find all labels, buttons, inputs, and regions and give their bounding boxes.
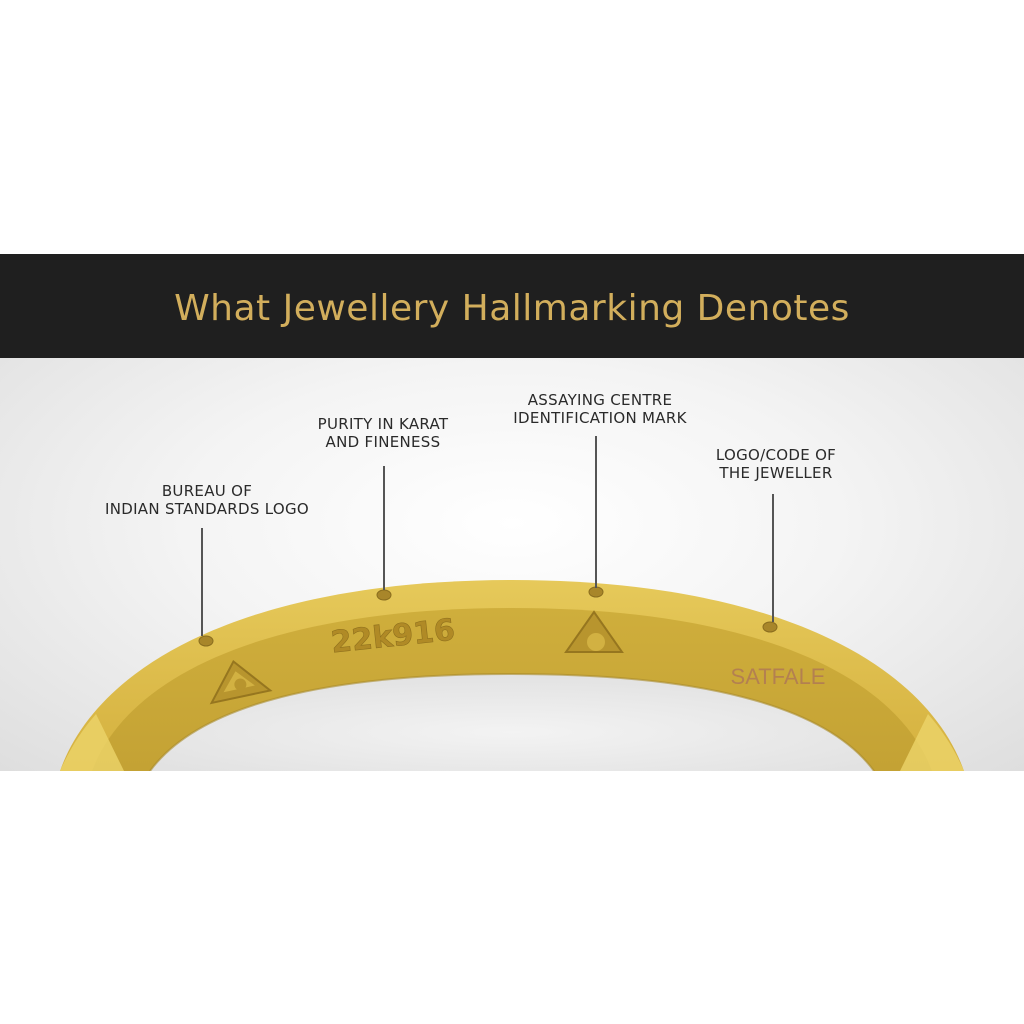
callout-bis-line1: BUREAU OF: [161, 482, 253, 500]
leader-line-bis: [201, 528, 203, 636]
callout-purity-line1: PURITY IN KARAT: [317, 415, 449, 433]
marker-dot-purity: [376, 589, 392, 601]
callout-jeweller: LOGO/CODE OF THE JEWELLER: [716, 446, 836, 482]
callout-jeweller-line2: THE JEWELLER: [719, 464, 833, 482]
callout-bis-logo: BUREAU OF INDIAN STANDARDS LOGO: [105, 482, 309, 518]
header-band: What Jewellery Hallmarking Denotes: [0, 254, 1024, 358]
leader-line-jeweller: [772, 494, 774, 622]
page-title: What Jewellery Hallmarking Denotes: [174, 287, 850, 329]
assay-mark-icon: [564, 610, 624, 653]
bangle-illustration: 22k916 SATFALE: [60, 580, 964, 771]
callout-assay-line1: ASSAYING CENTRE: [527, 391, 673, 409]
jeweller-code-engraving: SATFALE: [731, 664, 826, 689]
leader-line-purity: [383, 466, 385, 590]
callout-bis-line2: INDIAN STANDARDS LOGO: [104, 500, 310, 518]
callout-purity-line2: AND FINENESS: [325, 433, 441, 451]
callout-assay-line2: IDENTIFICATION MARK: [513, 409, 687, 427]
leader-line-assay: [595, 436, 597, 588]
callout-purity: PURITY IN KARAT AND FINENESS: [318, 415, 449, 451]
marker-dot-jeweller: [762, 621, 778, 633]
marker-dot-bis: [198, 635, 214, 647]
callout-assay: ASSAYING CENTRE IDENTIFICATION MARK: [513, 391, 686, 427]
callout-jeweller-line1: LOGO/CODE OF: [715, 446, 837, 464]
bangle-inner-hole: [150, 674, 874, 771]
marker-dot-assay: [588, 586, 604, 598]
diagram-panel: 22k916 SATFALE BUREAU OF INDIAN STANDARD…: [0, 358, 1024, 771]
bis-logo-icon: [209, 659, 273, 705]
